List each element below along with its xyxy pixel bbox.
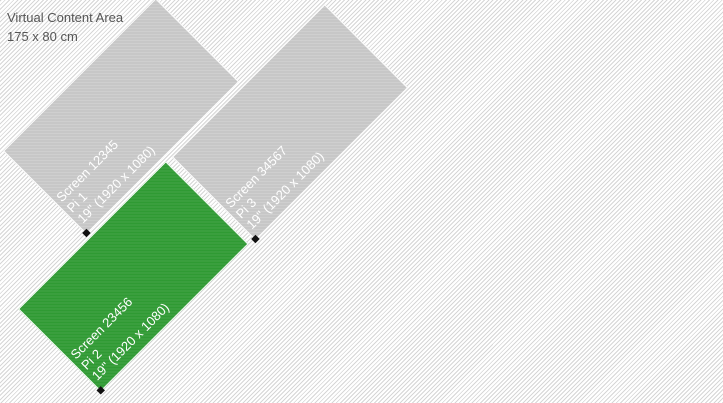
screen-info: Screen 23456 Pi 2 19" (1920 x 1080)	[67, 279, 172, 383]
content-area-label: Virtual Content Area 175 x 80 cm	[7, 8, 123, 46]
screen-info: Screen 34567 Pi 3 19" (1920 x 1080)	[222, 127, 327, 232]
resize-handle[interactable]	[251, 234, 260, 244]
content-area-title: Virtual Content Area	[7, 10, 124, 25]
resize-handle[interactable]	[96, 386, 105, 395]
content-area-dimensions: 175 x 80 cm	[7, 29, 78, 44]
